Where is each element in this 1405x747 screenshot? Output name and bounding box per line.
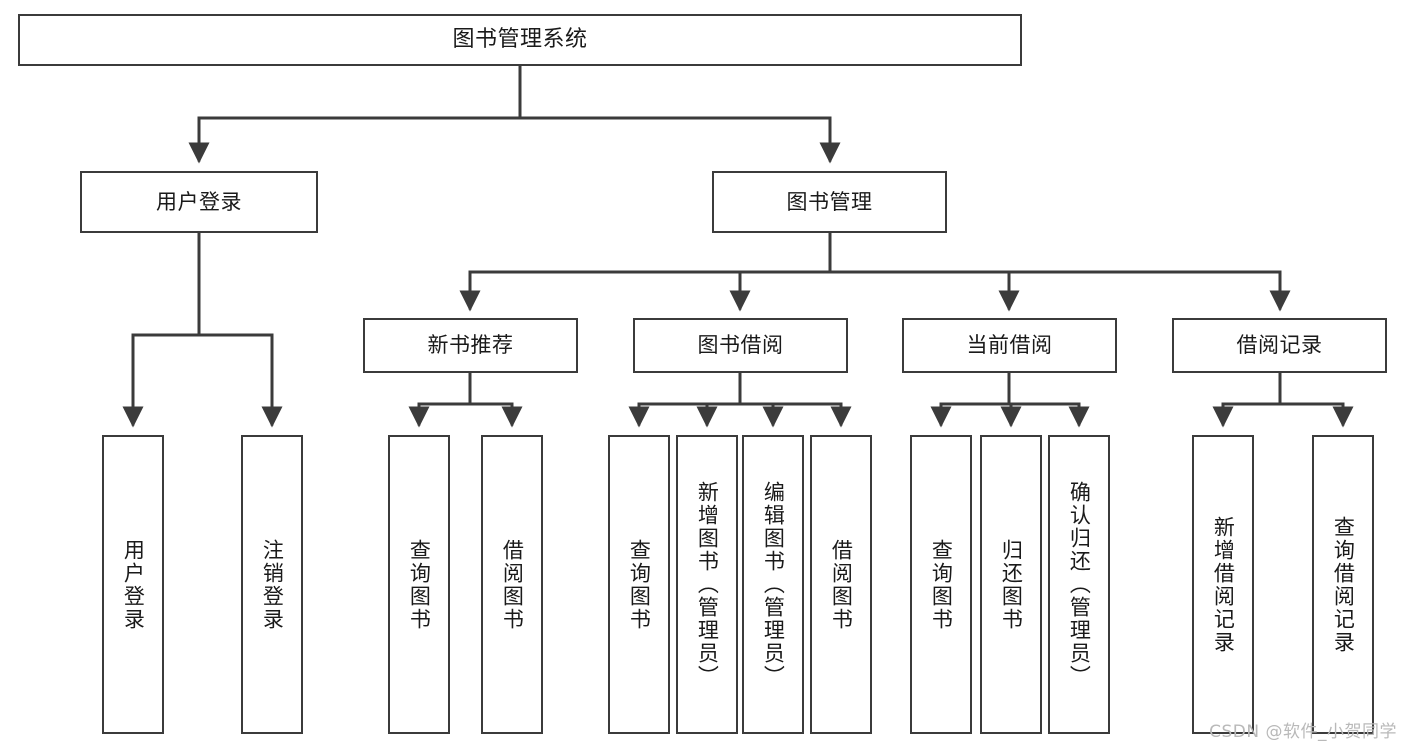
- node-leaf-confirm-return-label: 确认归还（管理员）: [1067, 481, 1092, 688]
- node-leaf-borrow-book-label: 借阅图书: [829, 538, 854, 631]
- node-book-borrow-label: 图书借阅: [697, 333, 784, 358]
- node-leaf-edit-book-label: 编辑图书（管理员）: [761, 481, 786, 688]
- node-book-borrow[interactable]: 图书借阅: [633, 318, 848, 373]
- node-leaf-logout[interactable]: 注销登录: [241, 435, 303, 734]
- node-leaf-return-book[interactable]: 归还图书: [980, 435, 1042, 734]
- node-user-login[interactable]: 用户登录: [80, 171, 318, 233]
- node-leaf-logout-label: 注销登录: [260, 538, 285, 631]
- node-leaf-query-record[interactable]: 查询借阅记录: [1312, 435, 1374, 734]
- node-leaf-query-book-current[interactable]: 查询图书: [910, 435, 972, 734]
- watermark: CSDN @软件_小贺同学: [1209, 722, 1397, 742]
- node-borrow-record-label: 借阅记录: [1236, 333, 1323, 358]
- node-leaf-query-record-label: 查询借阅记录: [1331, 515, 1356, 654]
- node-leaf-user-login[interactable]: 用户登录: [102, 435, 164, 734]
- node-leaf-return-book-label: 归还图书: [999, 538, 1024, 631]
- node-root[interactable]: 图书管理系统: [18, 14, 1022, 66]
- node-user-login-label: 用户登录: [156, 189, 242, 214]
- node-leaf-add-book-label: 新增图书（管理员）: [695, 481, 720, 688]
- node-leaf-confirm-return[interactable]: 确认归还（管理员）: [1048, 435, 1110, 734]
- node-leaf-edit-book[interactable]: 编辑图书（管理员）: [742, 435, 804, 734]
- node-borrow-record[interactable]: 借阅记录: [1172, 318, 1387, 373]
- node-leaf-user-login-label: 用户登录: [121, 538, 146, 631]
- node-leaf-add-record-label: 新增借阅记录: [1211, 515, 1236, 654]
- node-root-label: 图书管理系统: [452, 27, 588, 53]
- node-current-borrow-label: 当前借阅: [966, 333, 1053, 358]
- node-book-manage-label: 图书管理: [786, 189, 873, 214]
- node-leaf-query-book-rec[interactable]: 查询图书: [388, 435, 450, 734]
- node-new-book-rec[interactable]: 新书推荐: [363, 318, 578, 373]
- node-leaf-query-book-rec-label: 查询图书: [407, 538, 432, 631]
- node-leaf-query-book-borrow-label: 查询图书: [627, 538, 652, 631]
- node-leaf-add-record[interactable]: 新增借阅记录: [1192, 435, 1254, 734]
- node-new-book-rec-label: 新书推荐: [427, 333, 514, 358]
- node-book-manage[interactable]: 图书管理: [712, 171, 947, 233]
- node-leaf-borrow-book[interactable]: 借阅图书: [810, 435, 872, 734]
- node-leaf-borrow-book-rec-label: 借阅图书: [500, 538, 525, 631]
- node-leaf-query-book-current-label: 查询图书: [929, 538, 954, 631]
- node-leaf-borrow-book-rec[interactable]: 借阅图书: [481, 435, 543, 734]
- node-current-borrow[interactable]: 当前借阅: [902, 318, 1117, 373]
- node-leaf-query-book-borrow[interactable]: 查询图书: [608, 435, 670, 734]
- node-leaf-add-book[interactable]: 新增图书（管理员）: [676, 435, 738, 734]
